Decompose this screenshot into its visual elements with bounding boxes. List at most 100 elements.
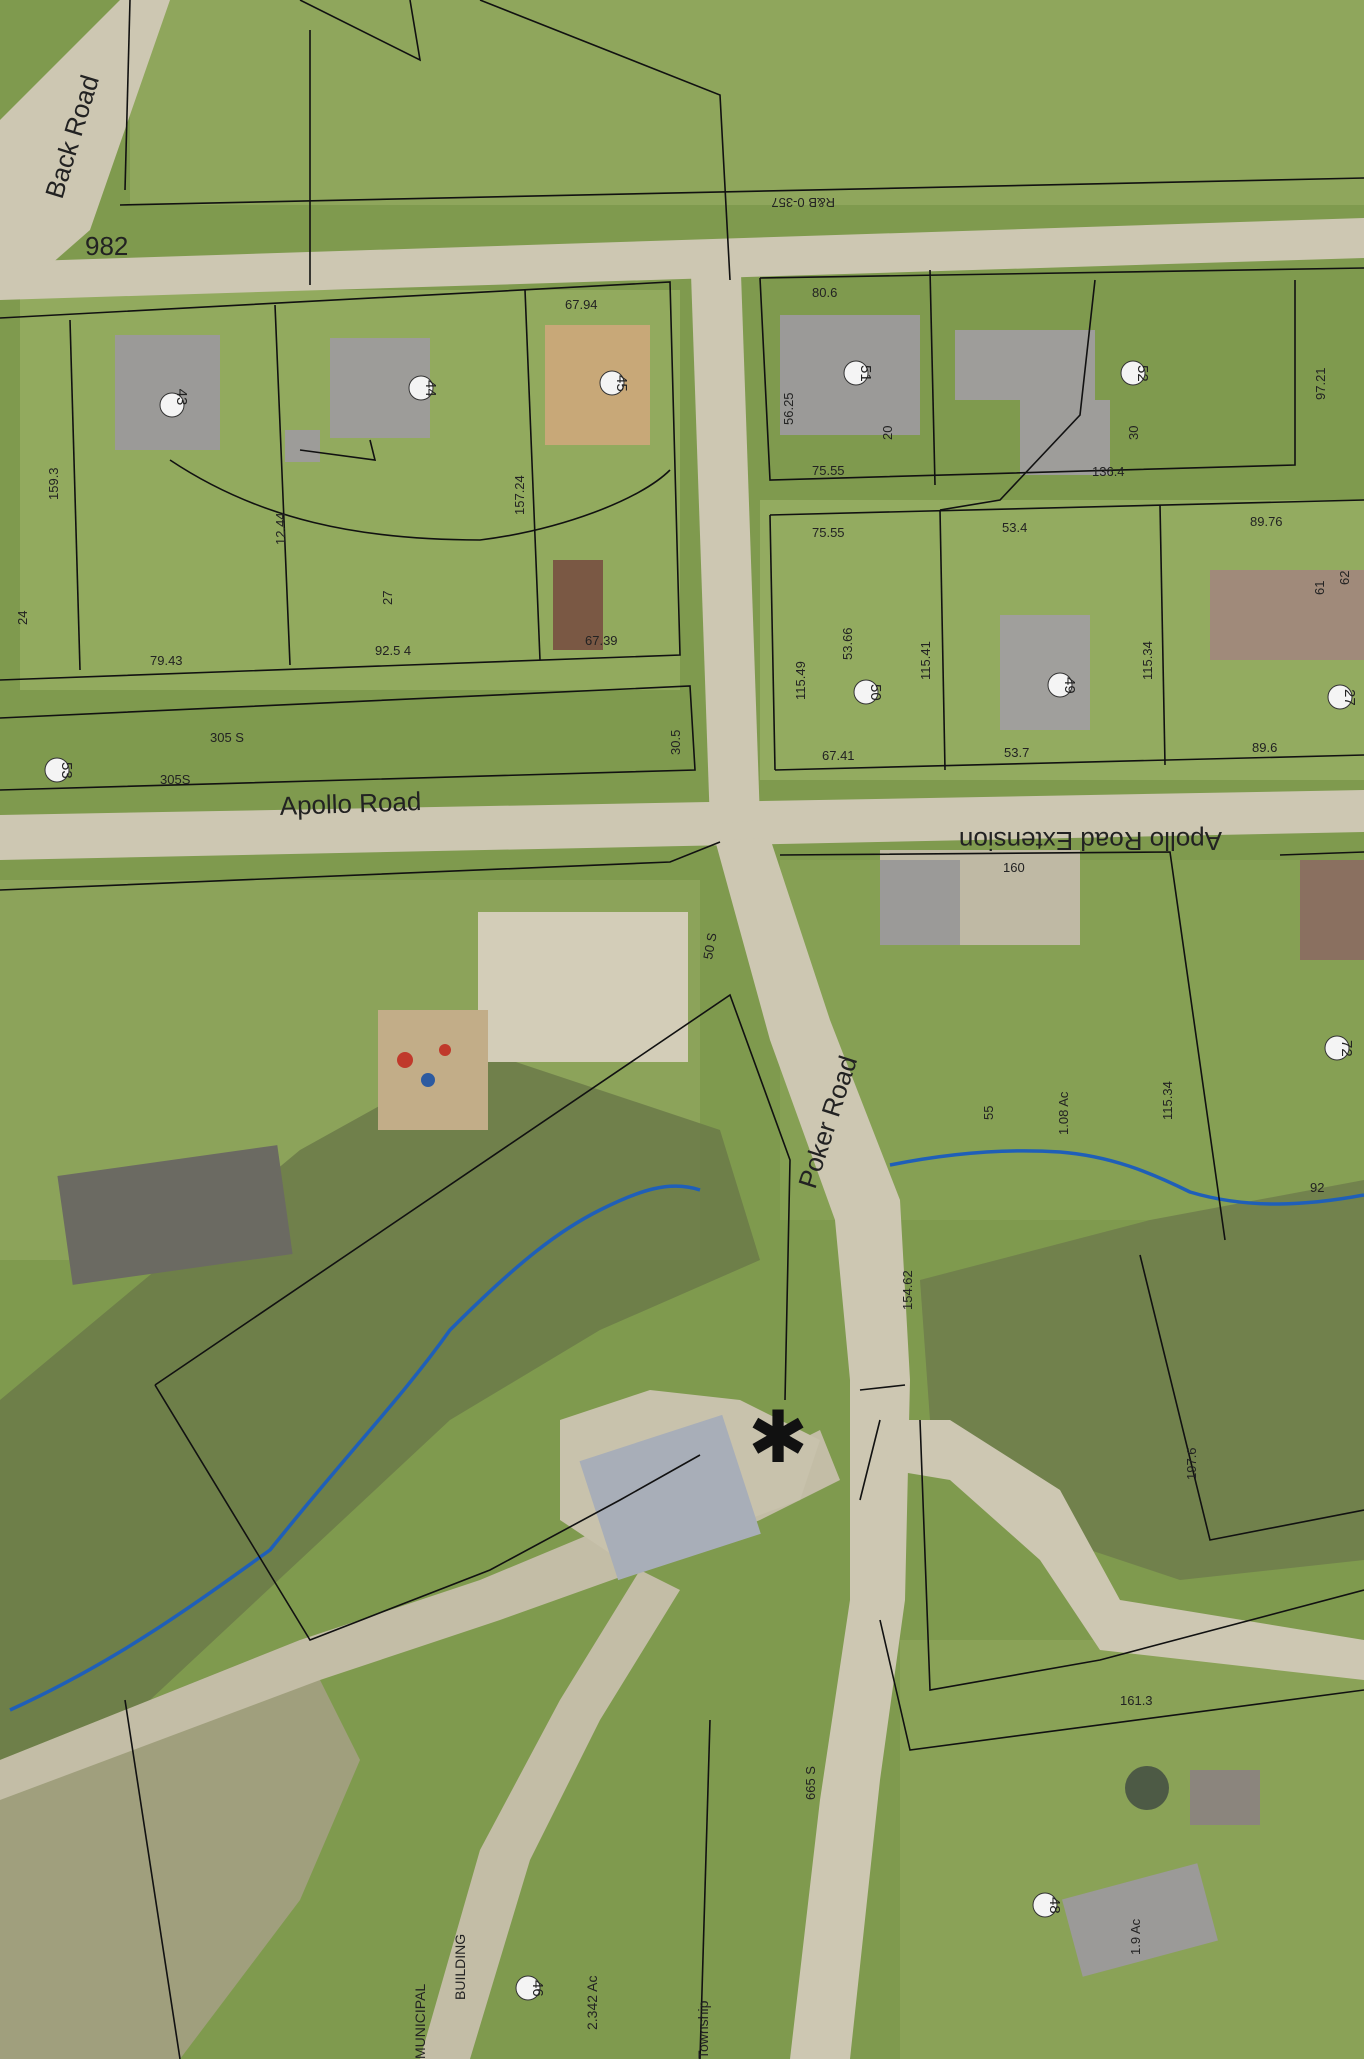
badge-43 [159, 392, 185, 418]
dim-27: 27 [380, 591, 395, 605]
municipal-building [579, 1414, 761, 1581]
poker-road [715, 838, 910, 2059]
grass-bottom-right [900, 1640, 1364, 2059]
dim-75-55-lower: 75.55 [812, 525, 845, 540]
dim-61: 61 [1312, 581, 1327, 595]
dim-53-7: 53.7 [1004, 745, 1029, 760]
dimension-labels: 159.3 24 79.43 92.5 4 27 157.24 67.94 67… [15, 285, 1352, 2030]
parcel-num-46: 46 [529, 1980, 546, 1997]
dim-89-6: 89.6 [1252, 740, 1277, 755]
dim-30: 30 [1126, 426, 1141, 440]
label-route-982: 982 [85, 231, 128, 261]
house-49 [1000, 615, 1090, 730]
badge-48 [1032, 1892, 1058, 1918]
dim-79-43: 79.43 [150, 653, 183, 668]
dim-12-44: 12.44 [273, 512, 288, 545]
dim-115-41: 115.41 [918, 641, 933, 680]
badge-45 [599, 370, 625, 396]
cross-road-north [690, 245, 760, 825]
dim-305s-upper: 305 S [210, 730, 244, 745]
dim-92: 92 [1310, 1180, 1324, 1195]
house-44-garage [285, 430, 320, 462]
play-equip-3 [439, 1044, 451, 1056]
house-east-edge [1300, 860, 1364, 960]
route-982-road [0, 218, 1364, 300]
tennis-court [57, 1145, 293, 1285]
dim-30-5: 30.5 [668, 730, 683, 755]
house-48 [1062, 1863, 1218, 1977]
dim-665s: 665 S [803, 1766, 818, 1800]
house-45-shed [553, 560, 603, 650]
parcel-num-72: 72 [1338, 1040, 1355, 1057]
parcel-num-49: 49 [1061, 677, 1078, 694]
dim-197-6: 197.6 [1184, 1447, 1199, 1480]
label-township: Township [695, 2000, 711, 2059]
house-27 [1210, 570, 1364, 660]
apollo-road [0, 790, 1364, 860]
dim-80-6: 80.6 [812, 285, 837, 300]
park-path-south [420, 1570, 680, 2059]
dim-115-34: 115.34 [1140, 641, 1155, 680]
label-municipal: MUNICIPAL [412, 1984, 428, 2059]
parcel-num-53: 53 [58, 762, 75, 779]
dim-56-25: 56.25 [781, 392, 796, 425]
gravel-lot [478, 912, 688, 1062]
asterisk-marker: ✱ [748, 1395, 808, 1479]
badge-44 [408, 375, 434, 401]
badge-49 [1047, 672, 1073, 698]
dim-161-3: 161.3 [1120, 1693, 1153, 1708]
label-building: BUILDING [452, 1934, 468, 2000]
shed-south [1190, 1770, 1260, 1825]
label-right-of-way: R&B 0-357 [771, 195, 835, 210]
dim-67-94: 67.94 [565, 297, 598, 312]
dim-115-34-lower: 115.34 [1160, 1081, 1175, 1120]
badge-27 [1327, 684, 1353, 710]
house-45 [545, 325, 650, 445]
dim-160: 160 [1003, 860, 1025, 875]
dim-67-39: 67.39 [585, 633, 618, 648]
parcel-num-51: 51 [857, 365, 874, 382]
badge-52 [1120, 360, 1146, 386]
dim-24: 24 [15, 611, 30, 625]
dim-53-4: 53.4 [1002, 520, 1027, 535]
parcel-num-45: 45 [613, 375, 630, 392]
house-43 [115, 335, 220, 450]
dim-136-4: 136.4 [1092, 464, 1125, 479]
dim-53-66: 53.66 [840, 627, 855, 660]
dim-159-3: 159.3 [46, 467, 61, 500]
parcel-num-43: 43 [173, 389, 190, 406]
badge-50 [853, 679, 879, 705]
dim-157-24: 157.24 [512, 475, 527, 515]
dim-2-342-ac: 2.342 Ac [584, 1976, 600, 2031]
playground [378, 1010, 488, 1130]
dim-75-55-upper: 75.55 [812, 463, 845, 478]
dim-115-49: 115.49 [793, 661, 808, 700]
dim-62: 62 [1337, 571, 1352, 585]
dim-67-41: 67.41 [822, 748, 855, 763]
badge-53 [44, 757, 70, 783]
play-equip-1 [397, 1052, 413, 1068]
parcel-badges: 43 44 45 51 52 50 49 27 53 72 46 48 [44, 360, 1358, 2001]
label-apollo-road: Apollo Road [279, 786, 422, 821]
dim-97-21: 97.21 [1313, 367, 1328, 400]
dim-92-54: 92.5 4 [375, 643, 411, 658]
label-apollo-road-ext: Apollo Road Extension [959, 826, 1222, 856]
badge-72 [1324, 1035, 1350, 1061]
parcel-num-50: 50 [867, 684, 884, 701]
grass-field-top [130, 0, 1364, 205]
dim-55: 55 [981, 1106, 996, 1120]
badge-46 [515, 1975, 541, 2001]
dim-154-62: 154.62 [900, 1270, 915, 1310]
water-tank [1125, 1766, 1169, 1810]
house-52 [955, 330, 1095, 400]
parcel-num-44: 44 [422, 380, 439, 397]
dim-1-08-ac: 1.08 Ac [1056, 1091, 1071, 1135]
stream-east [889, 1149, 1364, 1206]
parcel-num-48: 48 [1046, 1897, 1063, 1914]
play-equip-2 [421, 1073, 435, 1087]
dim-89-76: 89.76 [1250, 514, 1283, 529]
dim-50s: 50 S [700, 931, 719, 960]
driveway-loop [880, 1420, 1364, 1680]
